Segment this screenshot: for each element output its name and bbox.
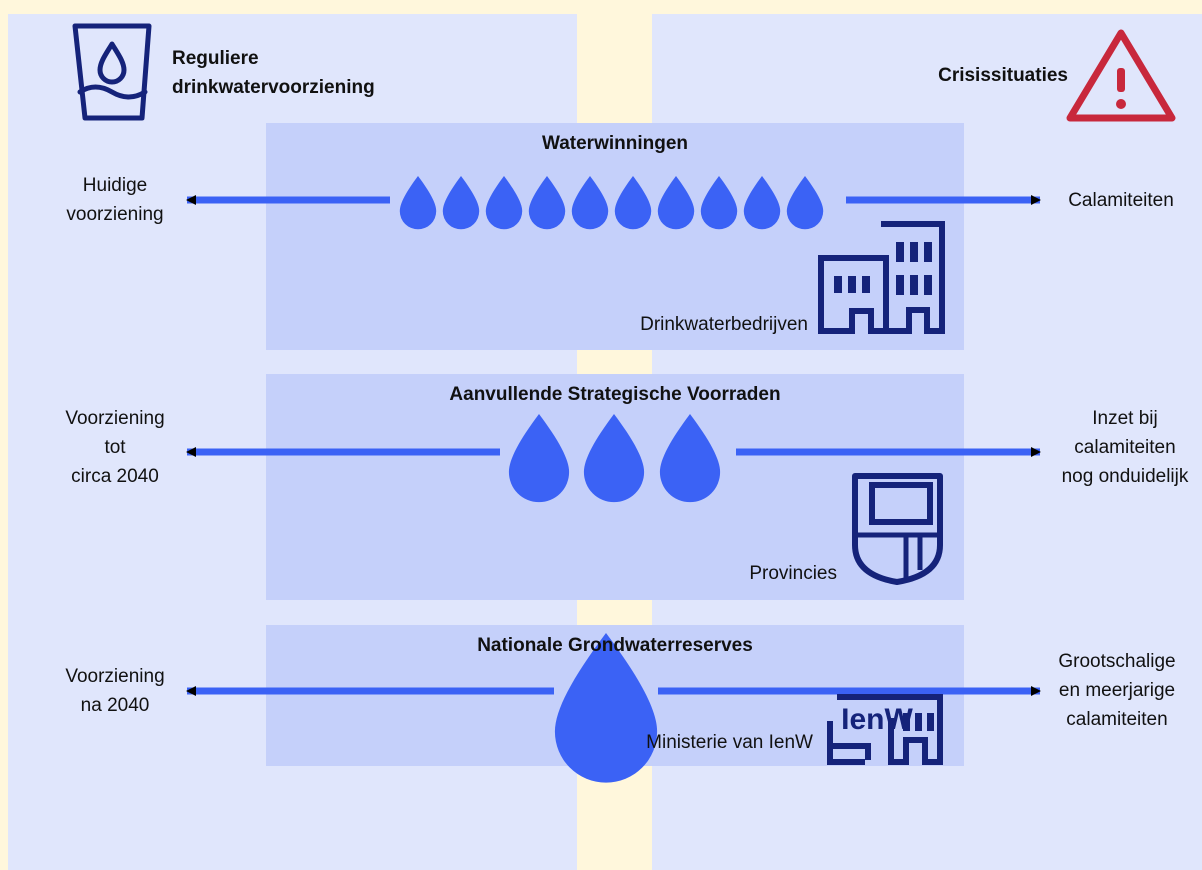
right-text-line: Inzet bij — [1092, 408, 1158, 429]
buildings-icon — [818, 221, 945, 334]
regular-supply-title-line2: drinkwatervoorziening — [172, 77, 375, 98]
water-drop-icon — [571, 176, 609, 230]
water-drop-icon — [743, 176, 781, 230]
right-text-line: en meerjarige — [1058, 680, 1176, 701]
left-text-line: Voorziening — [65, 666, 165, 687]
warning-icon — [1066, 29, 1176, 122]
left-text-line: circa 2040 — [71, 466, 159, 487]
tier-title-waterwinningen: Waterwinningen — [541, 133, 689, 154]
owner-label-ministerie: Ministerie van IenW — [646, 732, 813, 753]
water-drop-icon — [700, 176, 738, 230]
ministry-building-icon: IenW — [827, 694, 943, 765]
water-drop-icon — [614, 176, 652, 230]
left-text-line: na 2040 — [80, 695, 150, 716]
right-text-tier2: Inzet bij calamiteiten nog onduidelijk — [1040, 404, 1202, 491]
water-drop-icon — [583, 414, 645, 503]
water-drop-icon — [528, 176, 566, 230]
right-text-line: calamiteiten — [1066, 709, 1168, 730]
left-text-line: tot — [104, 437, 126, 458]
water-drop-icon — [659, 414, 721, 503]
left-text-line: Voorziening — [65, 408, 165, 429]
water-drop-icon — [657, 176, 695, 230]
right-text-line: nog onduidelijk — [1061, 466, 1189, 487]
right-text-tier3: Grootschalige en meerjarige calamiteiten — [1032, 647, 1202, 734]
water-glass-icon — [72, 23, 152, 121]
left-text-tier2: Voorziening tot circa 2040 — [20, 404, 210, 491]
drops-tier1 — [399, 176, 824, 230]
tier-title-strategische-voorraden: Aanvullende Strategische Voorraden — [449, 384, 781, 405]
owner-label-drinkwaterbedrijven: Drinkwaterbedrijven — [640, 314, 808, 335]
left-text-line: voorziening — [66, 204, 164, 225]
province-shield-icon — [852, 473, 943, 585]
water-drop-icon — [399, 176, 437, 230]
owner-label-provincies: Provincies — [749, 563, 837, 584]
tier-band-waterwinningen — [266, 123, 964, 350]
water-drop-icon — [442, 176, 480, 230]
water-drop-icon — [508, 414, 570, 503]
left-text-tier3: Voorziening na 2040 — [20, 662, 210, 720]
left-text-tier1: Huidige voorziening — [20, 171, 210, 229]
regular-supply-title-line1: Reguliere — [172, 48, 259, 69]
right-text-line: calamiteiten — [1074, 437, 1176, 458]
water-drop-icon — [485, 176, 523, 230]
water-drop-icon — [786, 176, 824, 230]
right-text-line: Grootschalige — [1058, 651, 1176, 672]
regular-supply-title: Reguliere drinkwatervoorziening — [172, 44, 375, 102]
right-text-line: Calamiteiten — [1068, 190, 1174, 211]
left-text-line: Huidige — [82, 175, 148, 196]
tier-title-grondwaterreserves: Nationale Grondwaterreserves — [477, 635, 753, 656]
right-text-tier1: Calamiteiten — [1036, 186, 1202, 215]
ministry-icon-text: IenW — [841, 703, 913, 736]
drops-tier2 — [508, 414, 721, 503]
crisis-title: Crisissituaties — [938, 65, 1068, 86]
